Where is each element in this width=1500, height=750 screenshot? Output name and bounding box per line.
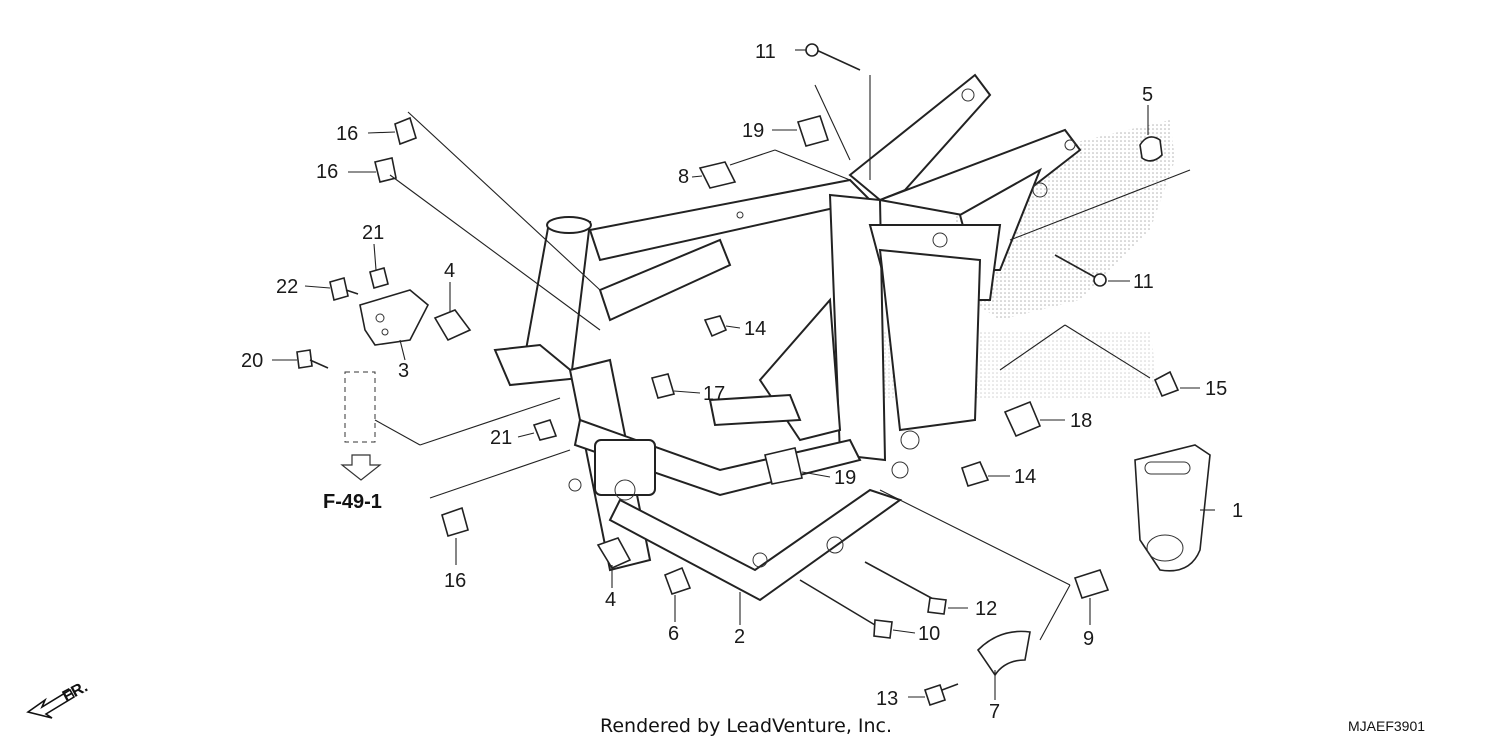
callout-13: 13 <box>876 688 898 710</box>
part-clamp-19b <box>764 447 803 485</box>
part-bolt-11-top <box>805 43 861 71</box>
callout-21-top: 21 <box>362 222 384 244</box>
part-bolt-22 <box>329 276 359 302</box>
callout-6: 6 <box>668 623 679 645</box>
diagram-code: MJAEF3901 <box>1348 718 1425 734</box>
part-collar-lower <box>596 537 632 570</box>
callout-4-upper: 4 <box>444 260 455 282</box>
leader-lines <box>272 49 1215 700</box>
callout-18: 18 <box>1070 410 1092 432</box>
callout-22: 22 <box>276 276 298 298</box>
callout-9: 9 <box>1083 628 1094 650</box>
part-collar-upper <box>433 309 472 342</box>
reference-label: F-49-1 <box>323 491 382 513</box>
front-arrow-icon: FR. <box>26 678 91 719</box>
callout-21-lower: 21 <box>490 427 512 449</box>
part-clamp-18 <box>1003 400 1042 438</box>
frame-body <box>493 73 1082 602</box>
part-bolt-12 <box>864 561 947 615</box>
part-bracket <box>359 289 430 346</box>
callout-10: 10 <box>918 623 940 645</box>
callout-11-right: 11 <box>1133 271 1154 293</box>
callout-11-top: 11 <box>755 41 776 63</box>
part-clip-15 <box>1153 370 1180 398</box>
reference-part-outline <box>340 371 382 481</box>
part-bolt-20 <box>296 349 329 369</box>
part-collar-6 <box>663 566 692 596</box>
callout-19-top: 19 <box>742 120 764 142</box>
callout-3: 3 <box>398 360 409 382</box>
part-block-8 <box>698 161 737 189</box>
callout-14-upper: 14 <box>744 318 766 340</box>
callout-7: 7 <box>989 701 1000 723</box>
callout-20: 20 <box>241 350 263 372</box>
part-nut-21a <box>369 267 389 289</box>
part-bolt-11-right <box>1054 254 1107 287</box>
callout-2: 2 <box>734 626 745 648</box>
part-nut-14b <box>960 461 990 487</box>
part-rubber-9 <box>1073 569 1110 599</box>
callout-16-c: 16 <box>444 570 466 592</box>
callout-labels: 1 2 3 4 4 5 6 7 8 9 10 11 11 12 13 14 14… <box>241 41 1243 723</box>
part-clip-16b <box>374 157 397 183</box>
callout-15: 15 <box>1205 378 1227 400</box>
credit-text: Rendered by LeadVenture, Inc. <box>600 715 892 737</box>
callout-12: 12 <box>975 598 997 620</box>
part-clamp-19a <box>796 115 830 147</box>
callout-19-lower: 19 <box>834 467 856 489</box>
callout-4-lower: 4 <box>605 589 616 611</box>
part-clip-16c <box>441 506 469 537</box>
part-nut-21b <box>532 419 558 441</box>
part-bolt-10 <box>799 579 893 639</box>
part-bolt-13 <box>923 683 959 707</box>
callout-5: 5 <box>1142 84 1153 106</box>
callout-1: 1 <box>1232 500 1243 522</box>
part-clip-17 <box>650 373 676 399</box>
part-nut-14a <box>703 315 728 338</box>
callout-17: 17 <box>703 383 725 405</box>
part-rubber-5 <box>1139 136 1163 162</box>
callout-16-b: 16 <box>316 161 338 183</box>
part-clip-16a <box>394 116 417 146</box>
callout-8: 8 <box>678 166 689 188</box>
part-clamp-7 <box>976 630 1031 677</box>
callout-14-lower: 14 <box>1014 466 1036 488</box>
part-plate <box>1134 444 1211 572</box>
callout-16-a: 16 <box>336 123 358 145</box>
